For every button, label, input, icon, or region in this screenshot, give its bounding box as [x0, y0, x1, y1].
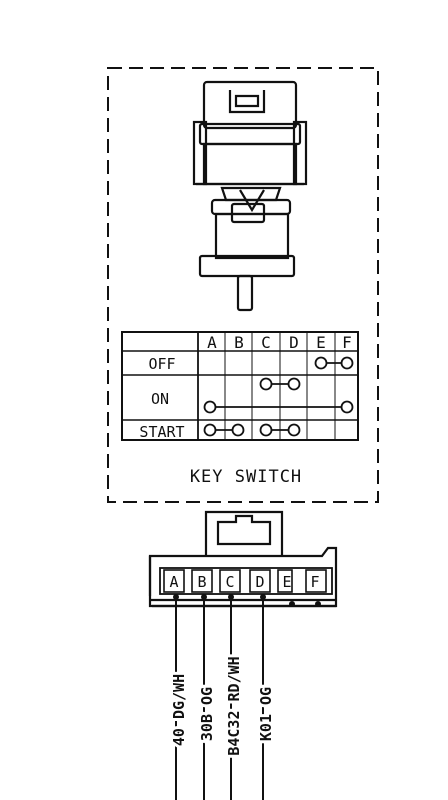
table-row-start-label: START — [139, 423, 184, 441]
on-connection-c-d — [259, 377, 301, 391]
table-col-a: A — [207, 333, 217, 352]
connector-pin-d: D — [255, 573, 264, 591]
connector-pin-e: E — [282, 573, 291, 591]
connector-pin-b: B — [197, 573, 206, 591]
table-col-d: D — [289, 333, 299, 352]
key-switch-body-icon — [192, 80, 308, 312]
table-col-c: C — [261, 333, 271, 352]
connector-pin-f: F — [310, 573, 319, 591]
wire-label-d: K01 OG — [257, 687, 275, 741]
table-col-b: B — [234, 333, 244, 352]
off-connection-e-f — [314, 356, 354, 370]
switch-table — [121, 331, 359, 441]
wire-label-b: 30B OG — [198, 687, 216, 741]
connector-pin-a: A — [169, 573, 178, 591]
connector-pin-c: C — [225, 573, 234, 591]
start-connection-c-d — [259, 423, 301, 437]
connector-icon — [148, 510, 338, 608]
connector-pin-cells — [163, 569, 327, 593]
wires — [175, 597, 264, 800]
wire-label-c: B4C32 RD/WH — [225, 656, 243, 755]
table-col-e: E — [316, 333, 326, 352]
table-row-off-label: OFF — [148, 355, 175, 373]
table-col-f: F — [342, 333, 352, 352]
wire-label-a: 40 DG/WH — [170, 674, 188, 746]
diagram-title: KEY SWITCH — [190, 467, 302, 487]
table-row-on-label: ON — [151, 390, 169, 408]
start-connection-a-b — [203, 423, 245, 437]
on-connection-a-f — [203, 400, 354, 414]
key-switch-boundary — [107, 67, 379, 503]
